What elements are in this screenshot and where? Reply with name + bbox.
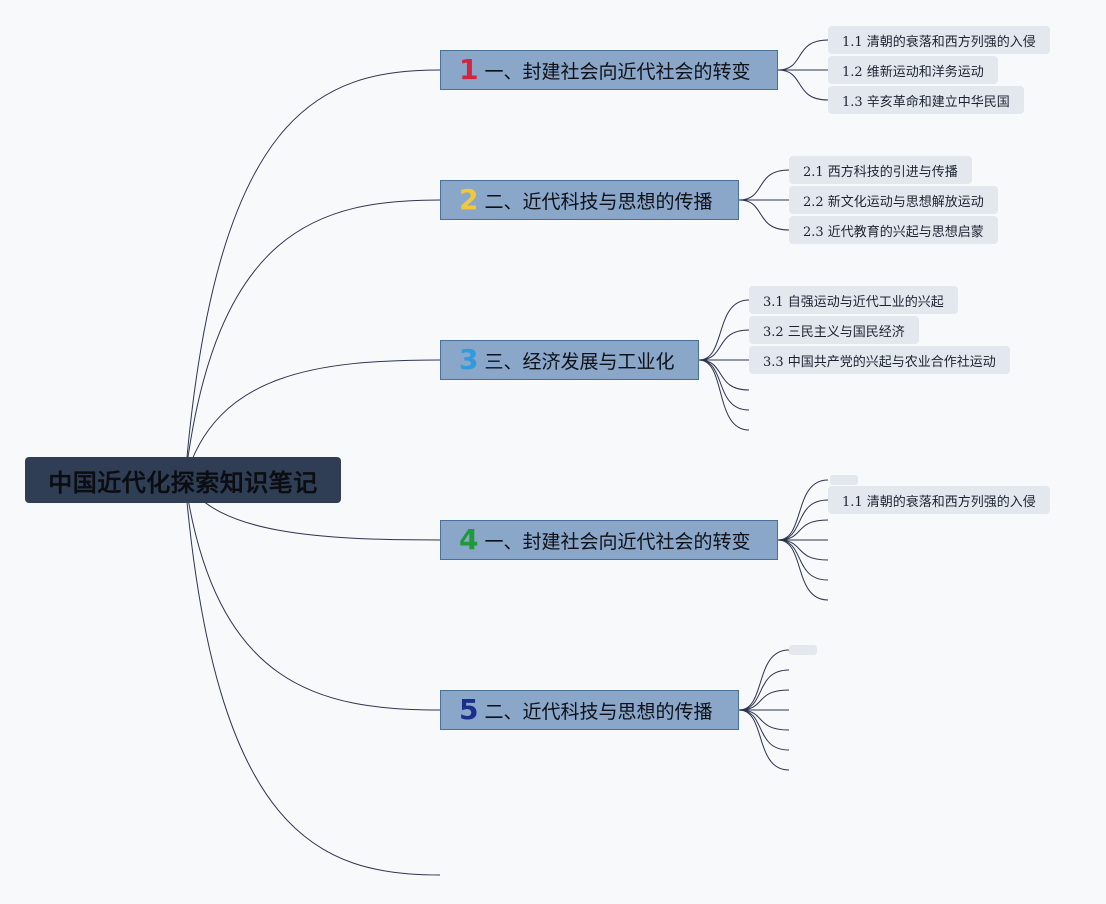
root-connector-2 (184, 199, 441, 481)
branch-connector-4-1 (777, 479, 829, 541)
branch-title-4: 一、封建社会向近代社会的转变 (484, 530, 751, 553)
branch-connector-5-5 (738, 709, 790, 731)
branch-connector-3-2 (698, 329, 750, 361)
branch-topic-1[interactable]: 1 一、封建社会向近代社会的转变 (440, 50, 778, 90)
leaf-label: 2.1 西方科技的引进与传播 (803, 164, 958, 180)
leaf-label: 2.2 新文化运动与思想解放运动 (803, 194, 984, 210)
branch-connector-5-2 (738, 669, 790, 711)
branch-title-5: 二、近代科技与思想的传播 (484, 700, 713, 723)
root-connector-5 (184, 479, 441, 711)
root-connector-3 (184, 359, 441, 481)
branch-title-2: 二、近代科技与思想的传播 (484, 190, 713, 213)
branch-connector-3-6 (698, 359, 750, 431)
leaf-label: 2.3 近代教育的兴起与思想启蒙 (803, 224, 984, 240)
leaf-label: 3.1 自强运动与近代工业的兴起 (763, 294, 944, 310)
leaf-topic-1-1[interactable]: 1.1 清朝的衰落和西方列强的入侵 (828, 26, 1050, 54)
branch-connector-4-2 (777, 499, 829, 541)
leaf-topic-2-1[interactable]: 2.1 西方科技的引进与传播 (789, 156, 972, 184)
branch-title-1: 一、封建社会向近代社会的转变 (484, 60, 751, 83)
branch-number-1: 1 (459, 53, 479, 86)
branch-connector-2-3 (738, 199, 790, 231)
leaf-topic-2-2[interactable]: 2.2 新文化运动与思想解放运动 (789, 186, 998, 214)
leaf-topic-3-1[interactable]: 3.1 自强运动与近代工业的兴起 (749, 286, 958, 314)
leaf-label: 3.3 中国共产党的兴起与农业合作社运动 (763, 354, 996, 370)
leaf-topic-4-1[interactable]: 1.1 清朝的衰落和西方列强的入侵 (828, 486, 1050, 514)
branch-number-4: 4 (459, 523, 479, 556)
branch-connector-2-1 (738, 169, 790, 201)
branch-number-2: 2 (459, 183, 479, 216)
leaf-label: 1.3 辛亥革命和建立中华民国 (842, 94, 1010, 110)
branch-topic-3[interactable]: 3 三、经济发展与工业化 (440, 340, 699, 380)
leaf-label: 1.1 清朝的衰落和西方列强的入侵 (842, 34, 1036, 50)
branch-number-5: 5 (459, 693, 479, 726)
leaf-topic-3-2[interactable]: 3.2 三民主义与国民经济 (749, 316, 919, 344)
branch-connector-3-1 (698, 299, 750, 361)
leaf-topic-1-2[interactable]: 1.2 维新运动和洋务运动 (828, 56, 998, 84)
branch-topic-2[interactable]: 2 二、近代科技与思想的传播 (440, 180, 739, 220)
leaf-topic-3-3[interactable]: 3.3 中国共产党的兴起与农业合作社运动 (749, 346, 1010, 374)
root-connector-1 (184, 69, 441, 481)
empty-leaf-placeholder (830, 475, 858, 485)
root-connector-6 (184, 479, 441, 876)
root-topic[interactable]: 中国近代化探索知识笔记 (25, 457, 341, 503)
leaf-label: 3.2 三民主义与国民经济 (763, 324, 905, 340)
branch-connector-3-4 (698, 359, 750, 391)
branch-connector-5-1 (738, 649, 790, 711)
branch-connector-4-7 (777, 539, 829, 601)
branch-connector-1-1 (777, 39, 829, 71)
branch-connector-1-3 (777, 69, 829, 101)
root-topic-label: 中国近代化探索知识笔记 (48, 468, 318, 497)
branch-connector-5-3 (738, 689, 790, 711)
empty-leaf-placeholder (789, 645, 817, 655)
branch-connector-4-5 (777, 539, 829, 561)
branch-topic-4[interactable]: 4 一、封建社会向近代社会的转变 (440, 520, 778, 560)
leaf-topic-1-3[interactable]: 1.3 辛亥革命和建立中华民国 (828, 86, 1024, 114)
leaf-label: 1.2 维新运动和洋务运动 (842, 64, 984, 80)
branch-topic-5[interactable]: 5 二、近代科技与思想的传播 (440, 690, 739, 730)
leaf-topic-2-3[interactable]: 2.3 近代教育的兴起与思想启蒙 (789, 216, 998, 244)
branch-title-3: 三、经济发展与工业化 (484, 350, 675, 373)
branch-number-3: 3 (459, 343, 479, 376)
branch-connector-4-3 (777, 519, 829, 541)
branch-connector-5-7 (738, 709, 790, 771)
leaf-label: 1.1 清朝的衰落和西方列强的入侵 (842, 494, 1036, 510)
branch-connector-3-5 (698, 359, 750, 411)
